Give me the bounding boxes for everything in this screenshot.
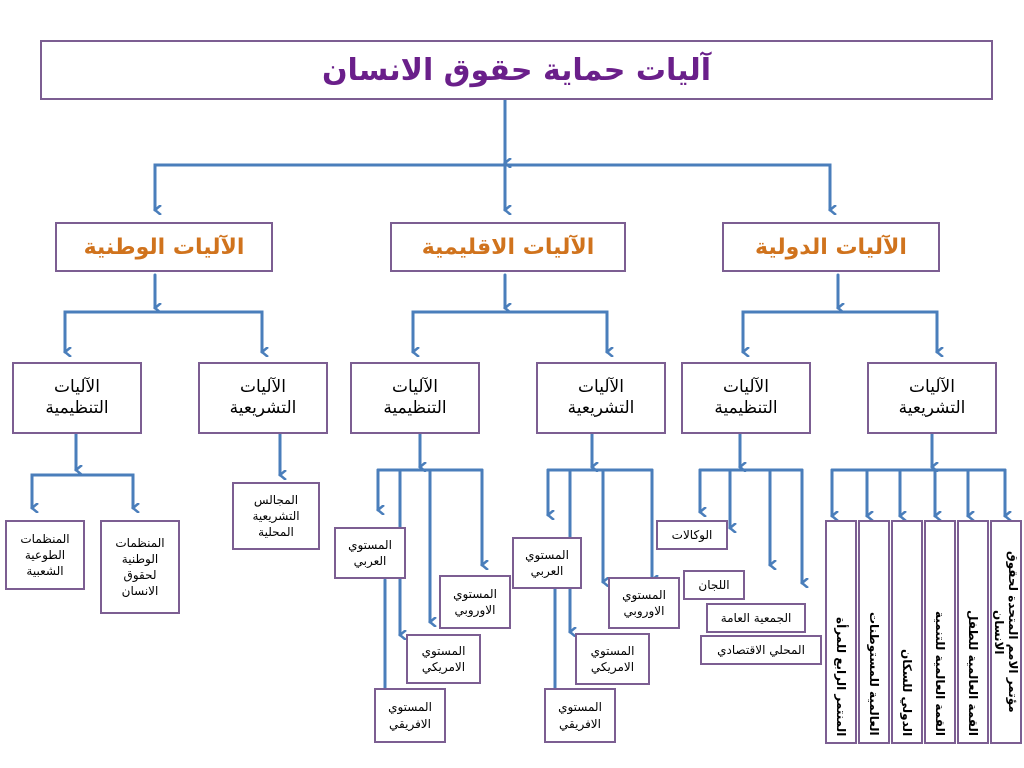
box-line: الوطنية	[121, 551, 159, 566]
economic-social-council-label: المحلي الاقتصادي	[717, 642, 805, 657]
box-line: المنظمات	[20, 531, 70, 546]
conference-box: مؤتمر الامم المتحدة لحقوق الانسان	[990, 520, 1022, 744]
box-line: الامريكي	[590, 660, 635, 674]
box-line: الطوعية	[24, 547, 66, 562]
box-line: التنظيمية	[383, 398, 447, 418]
box-line: المحلية	[258, 525, 294, 540]
conference-label: الدولي للسكان	[900, 648, 914, 736]
box-line: الاوروبي	[623, 604, 665, 618]
regional-org-arab-level: المستوي العربي	[334, 527, 406, 579]
box-line: الافريقي	[559, 716, 601, 731]
box-line: الآليات	[240, 376, 286, 397]
conference-box: المنتمر الرابع للمرأة	[825, 520, 857, 744]
diagram-title-text: آليات حماية حقوق الانسان	[321, 52, 712, 88]
conference-label: القمة العالمية للتنمية	[933, 611, 947, 736]
box-line: لحقوق	[123, 568, 157, 582]
conference-label: المنتمر الرابع للمرأة	[834, 616, 848, 736]
box-line: الشعبية	[26, 564, 64, 579]
box-line: الآليات	[909, 376, 955, 397]
regional-mechanisms-box: الآليات الاقليمية	[390, 222, 626, 272]
committees-box: اللجان	[683, 570, 745, 600]
regional-mechanisms-label: الآليات الاقليمية	[421, 234, 595, 260]
box-line: الامريكي	[421, 660, 466, 674]
box-line: المستوي	[388, 700, 432, 715]
diagram-title: آليات حماية حقوق الانسان	[40, 40, 993, 100]
box-line: الاوروبي	[454, 603, 496, 617]
box-line: المستوي	[525, 547, 569, 562]
regional-org-european-level: المستوي الاوروبي	[439, 575, 511, 629]
regional-leg-arab-level: المستوي العربي	[512, 537, 582, 589]
box-line: التشريعية	[252, 508, 300, 523]
conference-box: العالمية للمستوطنات	[858, 520, 890, 744]
box-line: التنظيمية	[714, 398, 778, 418]
box-line: الافريقي	[389, 716, 431, 731]
general-assembly-box: الجمعية العامة	[706, 603, 806, 633]
box-line: الآليات	[54, 376, 100, 397]
national-mechanisms-label: الآليات الوطنية	[83, 234, 245, 260]
box-line: المستوي	[453, 586, 497, 601]
box-line: المستوي	[421, 643, 466, 658]
conference-label: مؤتمر الامم المتحدة لحقوق الانسان	[992, 551, 1020, 713]
international-mechanisms-label: الآليات الدولية	[755, 234, 907, 260]
box-line: المنظمات	[115, 535, 165, 550]
regional-org-american-level: المستوي الامريكي	[406, 634, 481, 684]
box-line: التشريعية	[898, 398, 966, 418]
box-line: التنظيمية	[45, 398, 109, 418]
box-line: التشريعية	[229, 398, 297, 418]
box-line: الآليات	[392, 376, 438, 397]
conference-box: القمة العالمية للتنمية	[924, 520, 956, 744]
box-line: العربي	[353, 554, 387, 568]
box-line: العربي	[530, 564, 564, 578]
committees-label: اللجان	[698, 577, 730, 592]
regional-leg-european-level: المستوي الاوروبي	[608, 577, 680, 629]
international-mechanisms-box: الآليات الدولية	[722, 222, 940, 272]
box-line: المجالس	[253, 492, 299, 507]
box-line: المستوي	[558, 700, 602, 715]
economic-social-council-box: المحلي الاقتصادي	[700, 635, 822, 665]
conference-box: القمة العالمية للطفل	[957, 520, 989, 744]
agencies-label: الوكالات	[671, 527, 713, 542]
box-line: الآليات	[723, 376, 769, 397]
box-line: التشريعية	[567, 398, 635, 418]
box-line: المستوي	[622, 587, 666, 602]
general-assembly-label: الجمعية العامة	[720, 610, 792, 625]
conference-label: القمة العالمية للطفل	[966, 610, 980, 736]
conference-label: العالمية للمستوطنات	[867, 612, 881, 736]
regional-leg-american-level: المستوي الامريكي	[575, 633, 650, 685]
box-line: المستوي	[348, 537, 392, 552]
conference-box: الدولي للسكان	[891, 520, 923, 744]
box-line: الآليات	[578, 376, 624, 397]
national-mechanisms-box: الآليات الوطنية	[55, 222, 273, 272]
agencies-box: الوكالات	[656, 520, 728, 550]
box-line: المستوي	[590, 643, 635, 658]
box-line: الانسان	[121, 584, 159, 599]
